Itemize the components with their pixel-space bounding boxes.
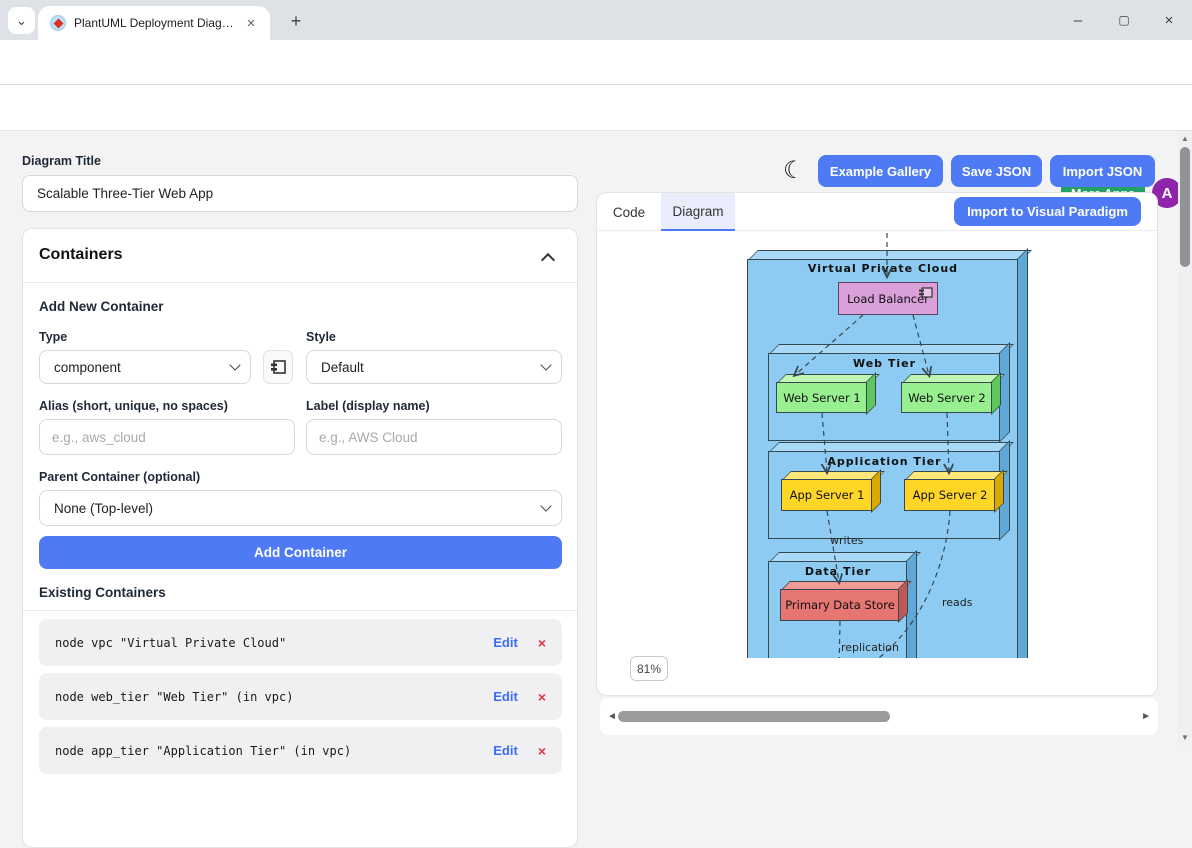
code-diagram-tabbar: Code Diagram Import to Visual Paradigm (597, 193, 1157, 231)
component-icon (271, 360, 286, 374)
tab-code[interactable]: Code (612, 204, 646, 220)
delete-icon[interactable]: × (537, 688, 546, 705)
container-row: node vpc "Virtual Private Cloud" Edit × (39, 619, 562, 666)
diagram-title-label: Diagram Title (22, 154, 101, 168)
node-app-tier-label: Application Tier (827, 455, 942, 468)
node-vpc-label: Virtual Private Cloud (807, 262, 959, 275)
node-data-tier-label: Data Tier (804, 565, 872, 578)
component-icon (919, 287, 933, 298)
alias-input[interactable] (39, 419, 295, 455)
diagram-horizontal-scrollbar[interactable]: ◄ ► (600, 698, 1158, 735)
example-gallery-button[interactable]: Example Gallery (818, 155, 943, 187)
node-primary-data-store: Primary Data Store (780, 589, 900, 621)
type-label: Type (39, 330, 68, 344)
diagram-panel: Code Diagram Import to Visual Paradigm V… (596, 192, 1158, 696)
node-app-server-2: App Server 2 (904, 479, 996, 511)
chevron-down-icon (540, 500, 552, 512)
new-tab-button[interactable]: + (290, 10, 302, 31)
containers-section-title: Containers (39, 246, 123, 263)
parent-container-select[interactable]: None (Top-level) (39, 490, 562, 526)
container-code: node vpc "Virtual Private Cloud" (55, 635, 287, 650)
dark-mode-toggle-icon[interactable]: ☾ (783, 157, 805, 184)
browser-toolbar: ← → ⟳ ai-toolbox.visual-paradigm.com/app… (0, 40, 1192, 117)
add-new-container-heading: Add New Container (39, 299, 164, 314)
scroll-up-icon[interactable]: ▲ (1181, 134, 1189, 143)
container-row: node web_tier "Web Tier" (in vpc) Edit × (39, 673, 562, 720)
tab-diagram[interactable]: Diagram (661, 193, 735, 231)
tab-title: PlantUML Deployment Diagram (74, 16, 234, 30)
node-web-server-2: Web Server 2 (901, 382, 993, 413)
node-web-server-1: Web Server 1 (776, 382, 868, 413)
zoom-level-badge: 81% (630, 656, 668, 681)
parent-container-label: Parent Container (optional) (39, 470, 201, 484)
horizontal-scroll-thumb[interactable] (618, 711, 890, 722)
label-input[interactable] (306, 419, 562, 455)
tab-close-icon[interactable]: × (246, 14, 256, 32)
style-select-value: Default (321, 359, 364, 375)
style-label: Style (306, 330, 336, 344)
edge-label-replication: replication (841, 641, 900, 654)
browser-tab-strip: ⌄ PlantUML Deployment Diagram × + – ▢ × (0, 0, 1192, 40)
type-select[interactable]: component (39, 350, 251, 384)
node-app-server-1: App Server 1 (781, 479, 873, 511)
style-select[interactable]: Default (306, 350, 562, 384)
component-icon-button[interactable] (263, 350, 293, 384)
edit-link[interactable]: Edit (493, 743, 518, 758)
save-json-button[interactable]: Save JSON (951, 155, 1042, 187)
existing-containers-heading: Existing Containers (39, 585, 166, 600)
diagram-canvas[interactable]: Virtual Private Cloud Web Tier Applicati… (598, 231, 1157, 658)
scroll-left-icon[interactable]: ◄ (607, 711, 617, 722)
delete-icon[interactable]: × (537, 634, 546, 651)
window-minimize-button[interactable]: – (1073, 11, 1083, 29)
tab-search-button[interactable]: ⌄ (8, 7, 35, 34)
page-vertical-scrollbar[interactable]: ▲ ▼ (1178, 131, 1192, 745)
container-row: node app_tier "Application Tier" (in vpc… (39, 727, 562, 774)
chevron-down-icon (229, 359, 241, 371)
parent-select-value: None (Top-level) (54, 500, 154, 516)
scroll-right-icon[interactable]: ► (1141, 711, 1151, 722)
scroll-down-icon[interactable]: ▼ (1181, 733, 1189, 742)
site-favicon (50, 15, 66, 31)
vertical-scroll-thumb[interactable] (1180, 147, 1190, 267)
node-web-tier-label: Web Tier (852, 357, 917, 370)
edge-label-reads: reads (942, 596, 973, 609)
window-close-button[interactable]: × (1164, 11, 1174, 29)
load-balancer-label: Load Balancer (847, 291, 929, 306)
edge-label-writes: writes (830, 534, 864, 547)
browser-tab[interactable]: PlantUML Deployment Diagram × (38, 6, 270, 40)
edit-link[interactable]: Edit (493, 635, 518, 650)
import-json-button[interactable]: Import JSON (1050, 155, 1155, 187)
label-label: Label (display name) (306, 399, 430, 413)
container-code: node app_tier "Application Tier" (in vpc… (55, 743, 352, 758)
app-header: PlantUML Deployment Diagram Builder Powe… (0, 85, 1192, 210)
diagram-title-input[interactable] (22, 175, 578, 212)
import-to-visual-paradigm-button[interactable]: Import to Visual Paradigm (954, 197, 1141, 226)
type-select-value: component (54, 359, 121, 375)
container-code: node web_tier "Web Tier" (in vpc) (55, 689, 294, 704)
alias-label: Alias (short, unique, no spaces) (39, 399, 228, 413)
chevron-down-icon (540, 359, 552, 371)
collapse-chevron-icon[interactable] (540, 252, 556, 268)
containers-card: Containers Add New Container Type compon… (22, 228, 578, 848)
window-maximize-button[interactable]: ▢ (1118, 13, 1130, 27)
edit-link[interactable]: Edit (493, 689, 518, 704)
component-load-balancer: Load Balancer (838, 282, 938, 315)
add-container-button[interactable]: Add Container (39, 536, 562, 569)
